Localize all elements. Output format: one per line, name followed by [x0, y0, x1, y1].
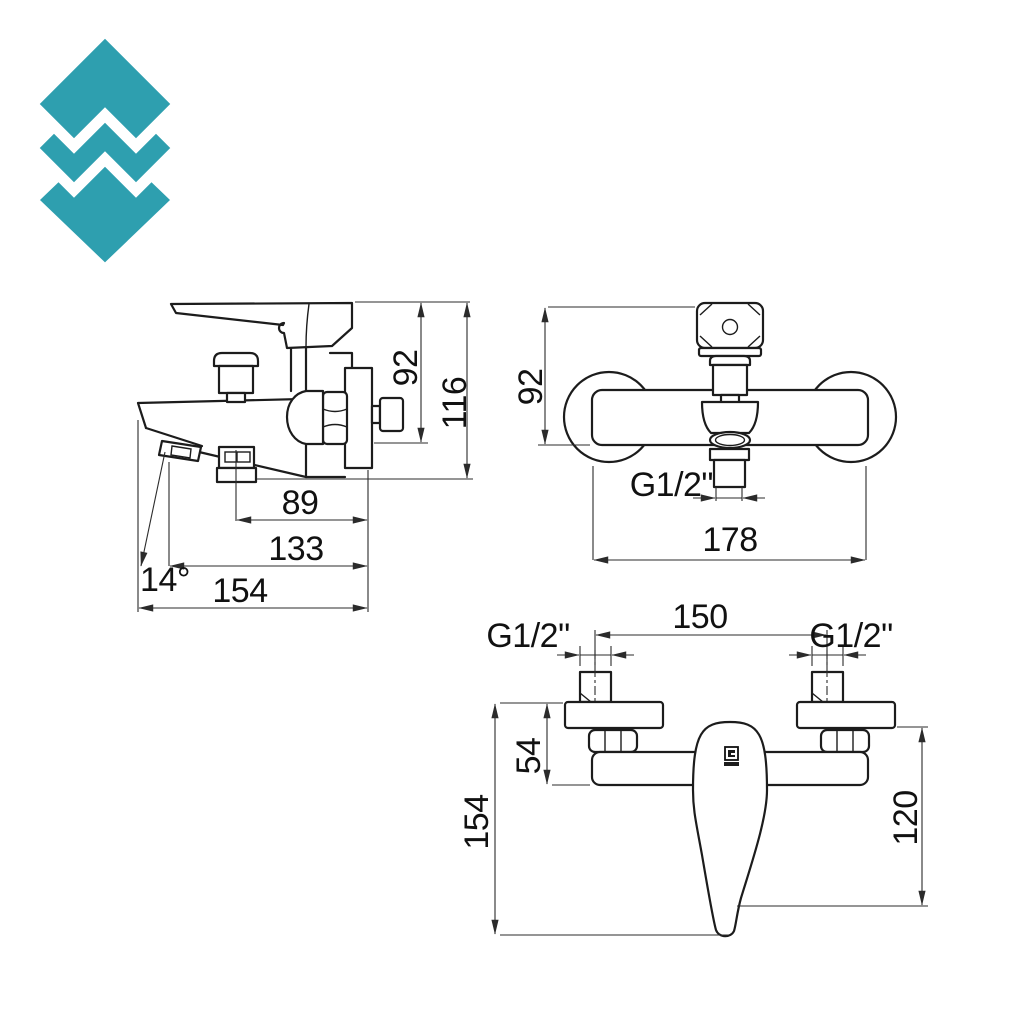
- dim-label-154-side: 154: [212, 572, 267, 610]
- diverter-knob: [212, 351, 260, 404]
- dim-label-g12-front: G1/2": [630, 466, 713, 504]
- dim-label-54: 54: [510, 738, 548, 775]
- lever-handle-side: [169, 301, 354, 350]
- cartridge-neck-lines: [289, 346, 354, 393]
- shower-outlet-front: [708, 447, 751, 489]
- dim-label-150: 150: [672, 598, 727, 636]
- chevron-logo: [24, 23, 186, 278]
- wall-connector-step: [370, 404, 382, 425]
- spout-left-edge: [136, 401, 148, 430]
- dim-label-angle: 14°: [140, 561, 190, 599]
- hex-nut-left-top: [587, 728, 639, 754]
- brand-mark: [724, 746, 739, 766]
- angle-reference-line: [140, 451, 166, 567]
- wall-flange-left-top: [563, 700, 665, 730]
- wall-connector-side: [378, 396, 405, 433]
- wall-flange-right-top: [795, 700, 897, 730]
- hex-nut-right-top: [819, 728, 871, 754]
- side-view: 92 116 89 133 154 14°: [136, 301, 474, 612]
- dim-label-120: 120: [887, 790, 925, 845]
- spout-top-edge: [136, 397, 304, 405]
- top-view: 150 G1/2" G1/2" 54 154 120: [458, 598, 928, 938]
- dim-label-92-side: 92: [387, 350, 425, 387]
- spout-front: [700, 400, 760, 450]
- wall-flange-side: [343, 366, 374, 470]
- dim-label-89: 89: [282, 484, 319, 522]
- aerator-ring-inner: [714, 433, 746, 447]
- dim-label-116: 116: [436, 377, 474, 430]
- handle-front: [695, 301, 765, 405]
- aerator-insert: [170, 445, 192, 459]
- front-view: 92 G1/2" 178: [512, 301, 898, 564]
- hex-nut-side: [321, 390, 349, 446]
- side-view-dimensions: 92 116 89 133 154 14°: [137, 301, 474, 612]
- dim-label-g12-right: G1/2": [809, 617, 892, 655]
- dim-label-133: 133: [268, 530, 323, 568]
- cartridge-dome: [285, 389, 325, 446]
- front-view-dimensions: 92 G1/2" 178: [512, 306, 867, 564]
- dim-label-g12-left: G1/2": [486, 617, 569, 655]
- top-view-dimensions: 150 G1/2" G1/2" 54 154 120: [458, 598, 928, 936]
- dim-label-92-front: 92: [512, 369, 550, 406]
- handle-screw-hole: [721, 318, 739, 336]
- logo-chevron-top: [24, 23, 186, 154]
- dim-label-154-top: 154: [458, 794, 496, 849]
- spout-bottom-left: [144, 426, 204, 448]
- dim-label-178: 178: [702, 521, 757, 559]
